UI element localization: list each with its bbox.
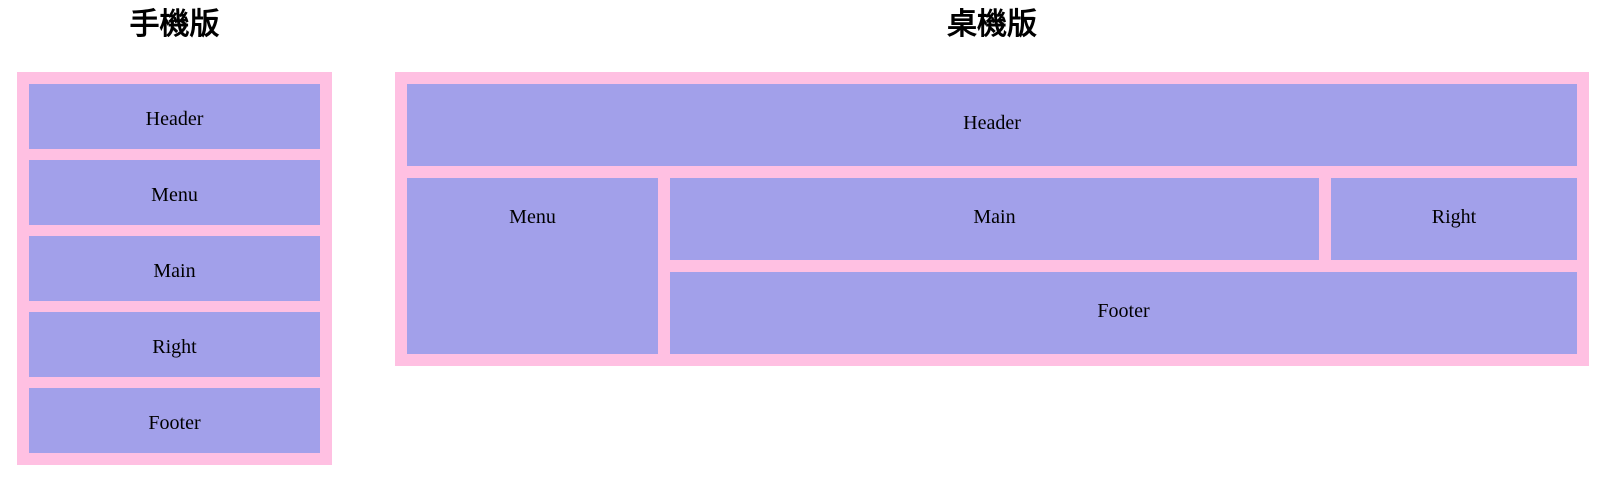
mobile-right-box: Right — [29, 312, 320, 377]
desktop-wireframe-container: Header Menu Main Right Footer — [395, 72, 1589, 366]
mobile-layout-panel: 手機版 Header Menu Main Right Footer — [17, 0, 332, 465]
desktop-menu-box: Menu — [407, 178, 658, 354]
desktop-header-box: Header — [407, 84, 1577, 166]
desktop-right-box: Right — [1331, 178, 1577, 260]
mobile-main-box: Main — [29, 236, 320, 301]
mobile-panel-title: 手機版 — [129, 7, 220, 42]
desktop-layout-panel: 桌機版 Header Menu Main Right Footer — [395, 0, 1589, 366]
desktop-panel-title: 桌機版 — [947, 7, 1037, 42]
mobile-footer-box: Footer — [29, 388, 320, 453]
mobile-wireframe-container: Header Menu Main Right Footer — [17, 72, 332, 465]
desktop-main-box: Main — [670, 178, 1319, 260]
mobile-header-box: Header — [29, 84, 320, 149]
layout-comparison: 手機版 Header Menu Main Right Footer 桌機版 He… — [17, 0, 1589, 465]
mobile-menu-box: Menu — [29, 160, 320, 225]
desktop-footer-box: Footer — [670, 272, 1577, 354]
